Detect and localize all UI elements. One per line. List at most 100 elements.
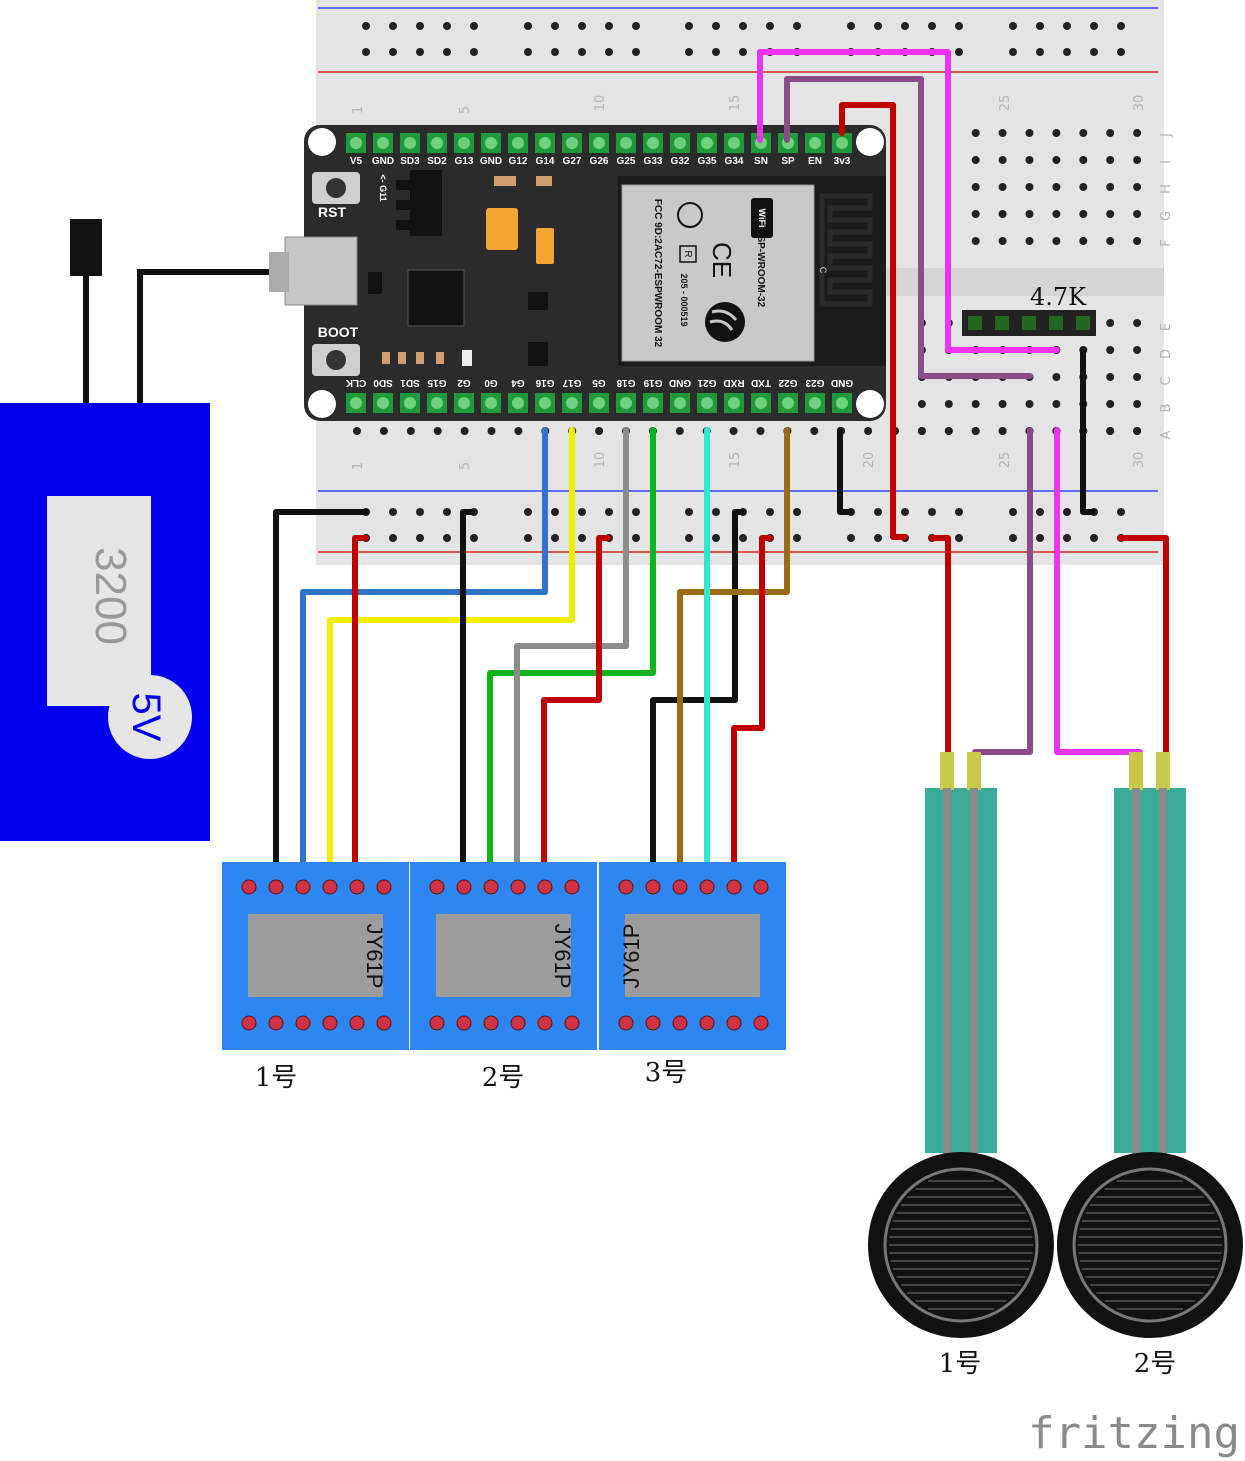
breadboard-hole <box>955 508 963 516</box>
breadboard-hole <box>443 534 451 542</box>
header-pin-pad <box>404 137 416 149</box>
column-number: 30 <box>1132 95 1147 112</box>
cert-mark-icon <box>677 202 703 228</box>
row-letter: F <box>1159 239 1174 246</box>
breadboard-hole <box>1052 156 1061 164</box>
wire-gnd-black <box>837 427 853 515</box>
pin-label: G0 <box>484 377 498 388</box>
header-pin-pad <box>512 137 524 149</box>
header-pin-pad <box>782 397 794 409</box>
pin-label: G32 <box>671 156 690 167</box>
pin-label: G34 <box>725 156 744 167</box>
header-pin-pad <box>350 137 362 149</box>
header-pin-pad <box>809 137 821 149</box>
breadboard-hole <box>729 427 738 435</box>
breadboard-hole <box>1079 210 1088 218</box>
module-pin <box>645 879 661 895</box>
breadboard-hole <box>998 129 1007 137</box>
breadboard-hole <box>1025 183 1034 191</box>
header-pin-pad <box>593 137 605 149</box>
row-letter: G <box>1159 211 1174 221</box>
breadboard-hole <box>1009 22 1017 30</box>
module-pin <box>564 1015 580 1031</box>
header-pin-pad <box>512 397 524 409</box>
breadboard-hole <box>998 210 1007 218</box>
breadboard-hole <box>712 22 720 30</box>
breadboard-hole <box>416 534 424 542</box>
breadboard-hole <box>605 22 613 30</box>
breadboard-hole <box>739 48 747 56</box>
module-pin <box>456 879 472 895</box>
module-pin <box>618 879 634 895</box>
pin-label: G12 <box>509 156 528 167</box>
breadboard-hole <box>1133 346 1142 354</box>
breadboard-hole <box>1133 319 1142 327</box>
module-fcc: FCC 9D:2AC72-ESPWROOM 32 <box>652 199 663 348</box>
header-pin-pad <box>485 137 497 149</box>
breadboard-hole <box>551 534 559 542</box>
module-pin <box>753 1015 769 1031</box>
breadboard-hole <box>632 22 640 30</box>
pin-label: CLK <box>345 377 366 388</box>
breadboard-hole <box>971 129 980 137</box>
row-letter: A <box>1159 430 1174 439</box>
pin-label: TXD <box>751 377 771 388</box>
module-pin <box>672 1015 688 1031</box>
breadboard-hole <box>928 508 936 516</box>
breadboard-hole <box>712 508 720 516</box>
breadboard-hole <box>847 22 855 30</box>
breadboard-hole <box>971 400 980 408</box>
breadboard-hole <box>917 427 926 435</box>
pin-label: G16 <box>535 377 554 388</box>
breadboard-hole <box>1079 156 1088 164</box>
pin-label: G35 <box>698 156 717 167</box>
module-pin <box>537 879 553 895</box>
wire-m1-yellow <box>327 427 575 889</box>
module-pin <box>349 1015 365 1031</box>
header-pin-pad <box>836 397 848 409</box>
breadboard-hole <box>944 427 953 435</box>
pin-label: SD2 <box>427 156 447 167</box>
sensor-ring <box>883 1167 1039 1323</box>
fritzing-logo: fritzing <box>1028 1408 1240 1459</box>
breadboard-hole <box>1117 22 1125 30</box>
breadboard-hole <box>864 427 873 435</box>
module-pin <box>753 879 769 895</box>
wire-fsr2-vcc <box>1117 535 1169 755</box>
sensor-ring <box>1072 1167 1228 1323</box>
breadboard-hole <box>998 427 1007 435</box>
breadboard-hole <box>1036 508 1044 516</box>
module-cert: 205 - 000519 <box>679 273 689 326</box>
column-number: 5 <box>458 462 473 470</box>
battery-capacity: 3200 <box>86 547 135 645</box>
module-chip-label: JY61P <box>550 924 575 989</box>
module-pin <box>699 879 715 895</box>
header-pin-pad <box>728 397 740 409</box>
breadboard-hole <box>739 534 747 542</box>
breadboard-hole <box>443 22 451 30</box>
breadboard-hole <box>362 48 370 56</box>
breadboard-hole <box>1106 156 1115 164</box>
breadboard-hole <box>955 22 963 30</box>
breadboard-hole <box>416 48 424 56</box>
breadboard-hole <box>955 48 963 56</box>
breadboard-hole <box>712 534 720 542</box>
module-pin <box>483 879 499 895</box>
header-pin-pad <box>647 137 659 149</box>
pin-label: G15 <box>427 377 446 388</box>
breadboard-hole <box>1009 48 1017 56</box>
header-pin-pad <box>377 137 389 149</box>
pin-label: SD0 <box>373 377 393 388</box>
breadboard-hole <box>901 508 909 516</box>
breadboard-hole <box>1079 129 1088 137</box>
module-caption-3: 3号 <box>645 1058 688 1088</box>
breadboard-hole <box>1025 400 1034 408</box>
module-name: ESP-WROOM-32 <box>755 229 766 308</box>
wire-m1-gnd <box>273 509 369 889</box>
breadboard-hole <box>971 156 980 164</box>
breadboard-hole <box>632 508 640 516</box>
pin-label: G22 <box>778 377 797 388</box>
module-pin <box>322 1015 338 1031</box>
row-letter: I <box>1159 160 1174 164</box>
breadboard-hole <box>443 48 451 56</box>
